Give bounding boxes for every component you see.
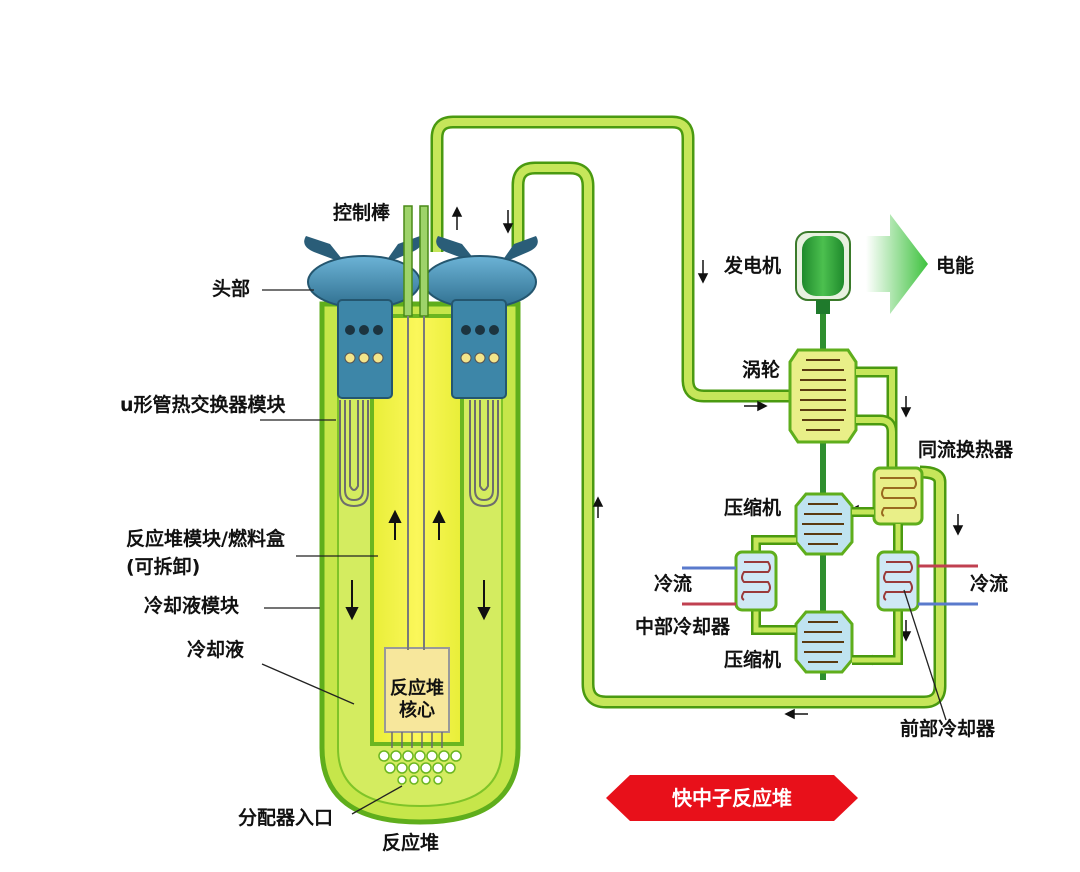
label-coolant-module: 冷却液模块	[144, 595, 240, 617]
label-generator: 发电机	[724, 255, 782, 277]
label-reactor-module-1: 反应堆模块/燃料盒	[126, 528, 285, 550]
label-reactor-module-2: (可拆卸)	[126, 556, 201, 578]
label-recuperator: 同流换热器	[918, 439, 1014, 461]
label-coolant: 冷却液	[187, 639, 245, 661]
u-tube-exchanger-left	[339, 400, 369, 508]
label-precooler: 前部冷却器	[900, 718, 996, 740]
banner-shape	[606, 775, 858, 821]
label-distributor-inlet: 分配器入口	[238, 807, 334, 829]
label-control-rod: 控制棒	[333, 202, 391, 224]
reactor-module-channel	[370, 314, 464, 746]
label-intercooler: 中部冷却器	[635, 616, 731, 638]
label-core-1: 反应堆	[390, 678, 444, 699]
distributor-inlet	[378, 750, 462, 785]
head-right	[423, 236, 538, 399]
intercooler	[734, 550, 778, 612]
label-electric-energy: 电能	[936, 255, 975, 277]
label-core-2: 核心	[399, 700, 435, 721]
cold-flow-lines	[682, 564, 978, 606]
head-left	[304, 236, 422, 399]
label-reactor: 反应堆	[382, 832, 440, 854]
compressor-bottom	[794, 610, 854, 674]
energy-arrow	[866, 214, 928, 314]
core-bottom-rods	[391, 732, 443, 748]
recuperator	[872, 466, 924, 526]
label-compressor-top: 压缩机	[724, 497, 782, 519]
label-turbine: 涡轮	[742, 359, 781, 381]
label-cold-flow-right: 冷流	[970, 573, 1009, 595]
leader-lines	[260, 289, 947, 815]
generator	[795, 231, 851, 314]
turbine	[788, 348, 858, 444]
label-u-tube-module: u形管热交换器模块	[120, 394, 286, 416]
return-pipe-loop	[511, 161, 947, 709]
head-ports	[345, 325, 499, 335]
precooler	[876, 550, 920, 612]
label-cold-flow-left: 冷流	[654, 573, 693, 595]
shaft	[820, 300, 826, 680]
hot-pipe-loop	[430, 115, 800, 403]
label-compressor-bottom: 压缩机	[724, 649, 782, 671]
label-head: 头部	[212, 278, 251, 300]
control-rods	[403, 205, 429, 650]
u-tube-exchanger-right	[469, 400, 499, 508]
vessel-flow-arrows	[345, 509, 491, 621]
banner-title: 快中子反应堆	[672, 786, 792, 810]
head-ports-lower	[344, 352, 500, 364]
turbine-recuperator-pipe	[856, 366, 898, 472]
compressor-top	[794, 492, 854, 556]
